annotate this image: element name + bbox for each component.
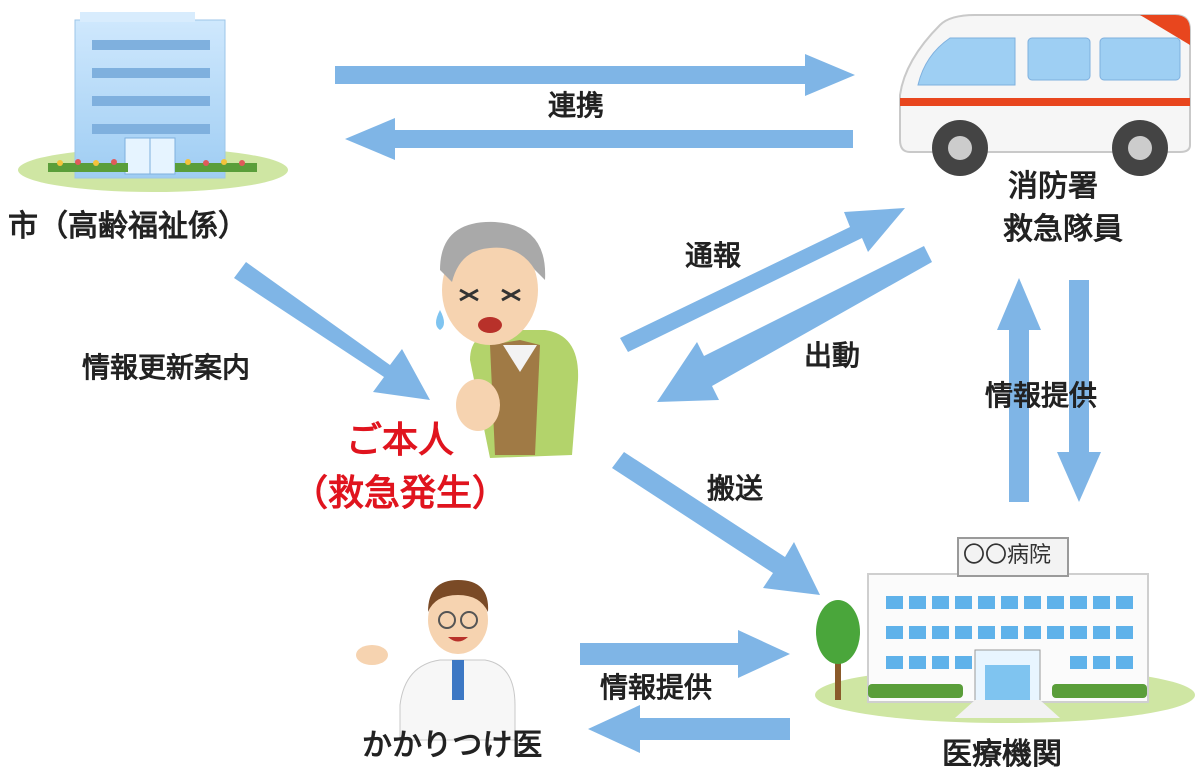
arrow-patient-to-fire xyxy=(620,208,905,352)
city-office-illustration xyxy=(18,12,288,192)
arrow-ambulance-to-city xyxy=(345,118,853,160)
fire-station-label: 消防署 xyxy=(1008,169,1098,204)
report-label: 通報 xyxy=(685,239,742,272)
arrow-patient-to-hospital xyxy=(612,452,820,595)
emergency-occurrence-label: （救急発生） xyxy=(291,473,508,514)
info-update-guidance-label: 情報更新案内 xyxy=(82,351,251,384)
arrow-hospital-to-doctor xyxy=(588,705,790,753)
family-doctor-label: かかりつけ医 xyxy=(362,728,543,763)
cooperation-label: 連携 xyxy=(548,89,605,122)
arrow-doctor-to-hospital xyxy=(580,630,790,678)
arrow-fire-to-patient xyxy=(657,246,932,402)
hospital-sign: 〇〇病院 xyxy=(963,543,1052,568)
patient-illustration xyxy=(436,221,579,458)
ems-crew-label: 救急隊員 xyxy=(1003,212,1123,247)
ambulance-illustration xyxy=(899,14,1191,176)
patient-label: ご本人 xyxy=(345,420,454,461)
arrow-fire-to-hospital xyxy=(1057,280,1101,502)
hospital-illustration xyxy=(815,537,1195,723)
transport-label: 搬送 xyxy=(707,472,764,505)
city-office-label: 市（高齢福祉係） xyxy=(8,209,248,244)
dispatch-label: 出動 xyxy=(804,339,861,372)
info-provision-fire-label: 情報提供 xyxy=(985,379,1098,412)
arrow-city-to-ambulance xyxy=(335,54,855,96)
arrow-city-to-patient xyxy=(234,262,430,400)
doctor-illustration xyxy=(356,580,516,741)
medical-institution-label: 医療機関 xyxy=(942,737,1062,772)
info-provision-doctor-label: 情報提供 xyxy=(600,671,713,704)
arrow-hospital-to-fire xyxy=(997,278,1041,502)
